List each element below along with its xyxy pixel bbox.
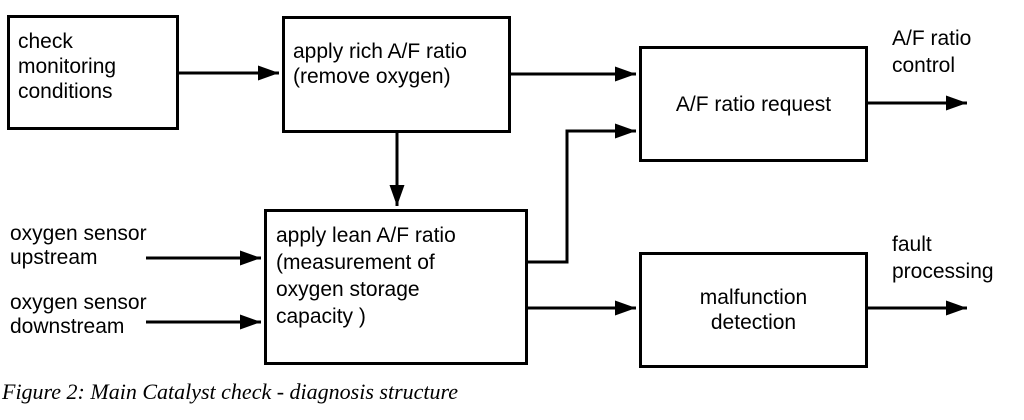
- malfunction-detection-box: malfunction detection: [639, 252, 868, 368]
- check-monitoring-conditions-box: check monitoring conditions: [7, 15, 179, 130]
- apply-lean-af-ratio-box: apply lean A/F ratio (measurement of oxy…: [264, 209, 528, 365]
- af-ratio-request-box: A/F ratio request: [639, 46, 868, 162]
- oxygen-sensor-downstream-label: oxygen sensor downstream: [10, 291, 147, 338]
- af-ratio-control-label: A/F ratio control: [892, 27, 972, 77]
- arrow-lean-to-request: [527, 123, 636, 264]
- figure-caption: Figure 2: Main Catalyst check - diagnosi…: [2, 379, 459, 404]
- apply-rich-af-ratio-box: apply rich A/F ratio (remove oxygen): [282, 16, 511, 133]
- oxygen-sensor-upstream-label: oxygen sensor upstream: [10, 222, 147, 269]
- fault-processing-label: fault processing: [892, 233, 994, 283]
